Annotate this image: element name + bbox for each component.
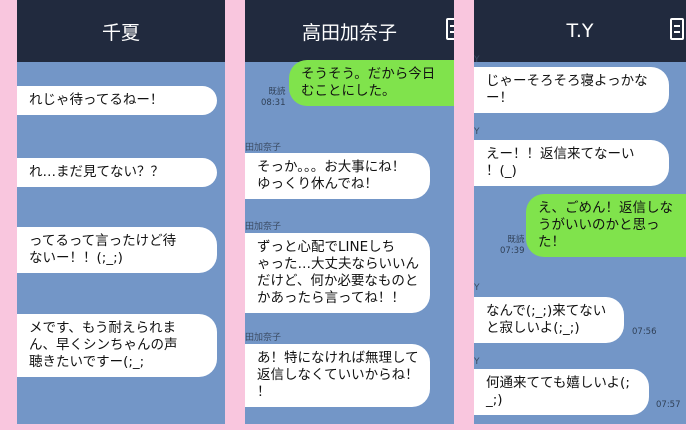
sender-name: 田加奈子 xyxy=(245,333,282,343)
menu-icon[interactable] xyxy=(670,18,684,40)
message-meta: 既読 08:31 xyxy=(261,87,286,109)
message-bubble[interactable]: そっか。。。お大事にね！ ゆっくり休んでね！ xyxy=(245,153,430,199)
message-bubble[interactable]: 何通来てても嬉しいよ(; _;) xyxy=(474,369,649,415)
message-bubble[interactable]: れじゃ待ってるねー！ xyxy=(17,86,217,115)
chat-header: 高田加奈子 xyxy=(245,0,454,62)
sender-name: Y xyxy=(474,283,480,293)
read-receipt: 既読 xyxy=(507,235,525,245)
chat-header: T.Y xyxy=(474,0,686,62)
message-bubble[interactable]: れ…まだ見てない？？ xyxy=(17,158,217,187)
sender-name: 田加奈子 xyxy=(245,143,282,153)
chat-header: 千夏 xyxy=(17,0,225,62)
message-time: 07:57 xyxy=(656,400,681,410)
message-time: 08:31 xyxy=(261,98,286,108)
chat-title: 高田加奈子 xyxy=(301,21,397,44)
message-bubble[interactable]: ってるって言ったけど待 ないー！！(;_;) xyxy=(17,227,217,273)
message-bubble[interactable]: じゃーそろそろ寝よっかな ー！ xyxy=(474,67,669,113)
message-bubble[interactable]: えー！！返信来てなーい ！(_) xyxy=(474,140,669,186)
message-bubble-sent[interactable]: そうそう。だから今日 むことにした。 xyxy=(289,60,454,106)
message-bubble[interactable]: あ！特になければ無理して 返信しなくていいからね！ ！ xyxy=(245,344,430,407)
read-receipt: 既読 xyxy=(268,87,286,97)
sender-name: 田加奈子 xyxy=(245,222,282,232)
message-bubble-sent[interactable]: え、ごめん！返信しな うがいいのかと思っ た！ xyxy=(526,194,686,257)
chat-panel-ty: T.Y Y じゃーそろそろ寝よっかな ー！ Y えー！！返信来てなーい ！(_)… xyxy=(474,0,686,424)
chat-panel-chinatsu: 千夏 れじゃ待ってるねー！ れ…まだ見てない？？ ってるって言ったけど待 ないー… xyxy=(17,0,225,424)
chat-title: T.Y xyxy=(566,20,594,42)
message-bubble[interactable]: メです、もう耐えられま ん、早くシンちゃんの声 聴きたいですー(;_; xyxy=(17,314,217,377)
message-meta: 既読 07:39 xyxy=(500,235,525,257)
chat-panel-takada: 高田加奈子 既読 08:31 そうそう。だから今日 むことにした。 田加奈子 そ… xyxy=(245,0,454,424)
sender-name: Y xyxy=(474,127,480,137)
message-bubble[interactable]: なんで(;_;)来てない と寂しいよ(;_;) xyxy=(474,297,624,343)
sender-name: Y xyxy=(474,55,480,65)
chat-title: 千夏 xyxy=(101,21,140,44)
sender-name: Y xyxy=(474,357,480,367)
message-time: 07:39 xyxy=(500,246,525,256)
message-bubble[interactable]: ずっと心配でLINEしち ゃった…大丈夫ならいいん だけど、何か必要なものと か… xyxy=(245,233,430,313)
message-time: 07:56 xyxy=(632,327,657,337)
menu-icon[interactable] xyxy=(446,18,454,40)
